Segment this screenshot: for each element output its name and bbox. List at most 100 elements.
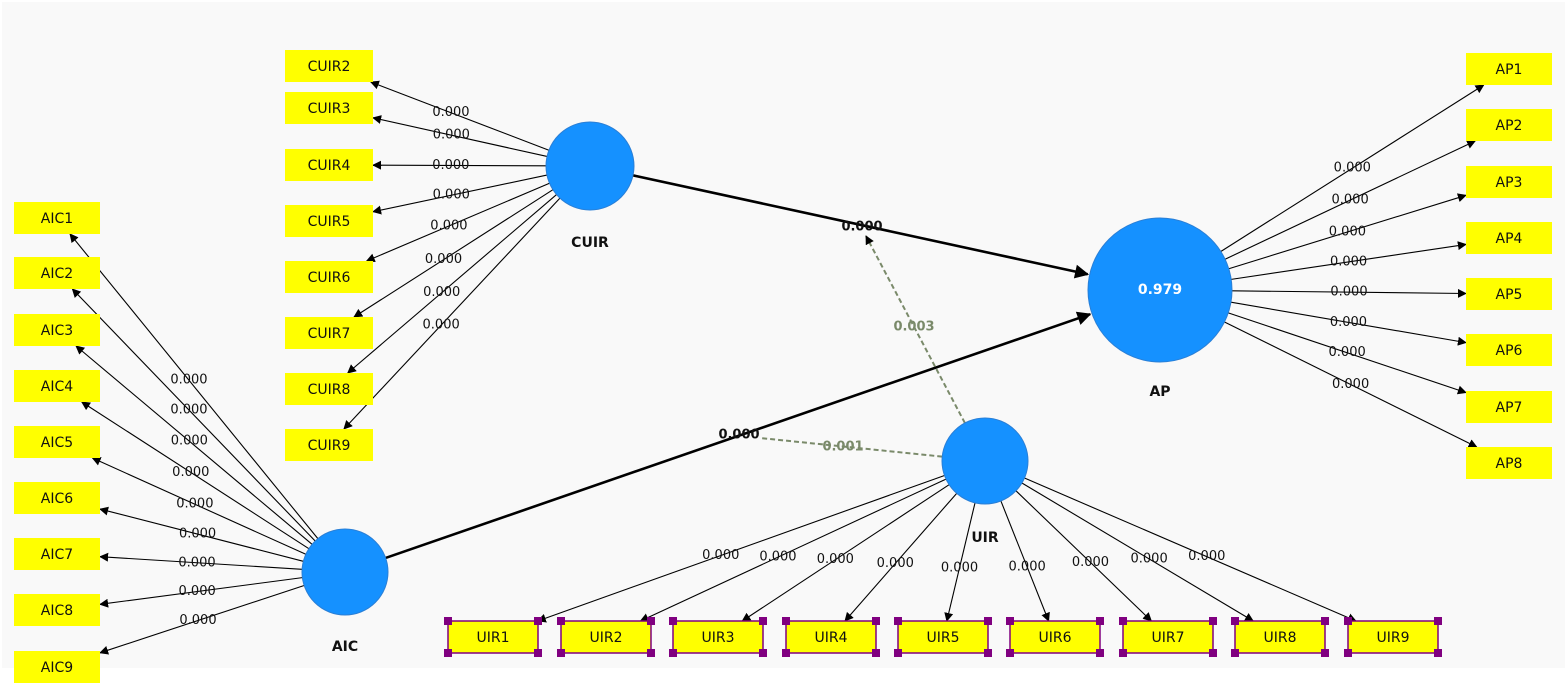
selection-handle[interactable] — [984, 617, 992, 625]
selection-handle[interactable] — [444, 649, 452, 657]
selection-handle[interactable] — [782, 649, 790, 657]
indicator-cuir8[interactable]: CUIR8 — [285, 373, 373, 405]
selection-handle[interactable] — [1321, 649, 1329, 657]
indicator-cuir6[interactable]: CUIR6 — [285, 261, 373, 293]
indicator-aic4[interactable]: AIC4 — [14, 370, 100, 402]
indicator-aic8[interactable]: AIC8 — [14, 594, 100, 626]
loading-arrow-aic8[interactable] — [99, 577, 303, 608]
loading-arrow-cuir8[interactable] — [347, 194, 557, 374]
indicator-box[interactable] — [785, 620, 877, 654]
indicator-cuir7[interactable]: CUIR7 — [285, 317, 373, 349]
selection-handle[interactable] — [557, 649, 565, 657]
indicator-box[interactable] — [1466, 391, 1552, 423]
loading-arrow-uir7[interactable] — [1015, 490, 1153, 622]
construct-circle[interactable] — [1087, 217, 1233, 363]
indicator-box[interactable] — [447, 620, 539, 654]
loading-arrow-uir9[interactable] — [1024, 477, 1357, 622]
indicator-box[interactable] — [672, 620, 764, 654]
indicator-cuir2[interactable]: CUIR2 — [285, 50, 373, 82]
indicator-box[interactable] — [1347, 620, 1439, 654]
construct-aic[interactable]: AIC — [301, 528, 389, 655]
selection-handle[interactable] — [1344, 617, 1352, 625]
selection-handle[interactable] — [782, 617, 790, 625]
loading-arrow-cuir5[interactable] — [372, 174, 548, 215]
selection-handle[interactable] — [669, 617, 677, 625]
indicator-ap2[interactable]: AP2 — [1466, 109, 1552, 141]
loading-arrow-uir3[interactable] — [741, 484, 950, 622]
selection-handle[interactable] — [1231, 617, 1239, 625]
selection-handle[interactable] — [1119, 617, 1127, 625]
loading-arrow-aic4[interactable] — [81, 401, 310, 550]
selection-handle[interactable] — [1231, 649, 1239, 657]
loading-arrow-aic5[interactable] — [91, 457, 307, 555]
loading-arrow-uir4[interactable] — [844, 492, 958, 622]
indicator-box[interactable] — [14, 651, 100, 683]
selection-handle[interactable] — [984, 649, 992, 657]
moderation-line-2[interactable] — [759, 437, 943, 458]
loading-arrow-aic9[interactable] — [99, 584, 305, 655]
loading-arrow-cuir9[interactable] — [343, 197, 561, 430]
selection-handle[interactable] — [557, 617, 565, 625]
selection-handle[interactable] — [759, 617, 767, 625]
selection-handle[interactable] — [647, 617, 655, 625]
indicator-aic2[interactable]: AIC2 — [14, 257, 100, 289]
construct-circle[interactable] — [545, 121, 635, 211]
loading-arrow-uir6[interactable] — [1000, 500, 1050, 622]
selection-handle[interactable] — [1006, 649, 1014, 657]
indicator-box[interactable] — [1466, 447, 1552, 479]
indicator-ap1[interactable]: AP1 — [1466, 53, 1552, 85]
selection-handle[interactable] — [647, 649, 655, 657]
indicator-box[interactable] — [14, 257, 100, 289]
indicator-uir2[interactable]: UIR2 — [557, 617, 655, 657]
indicator-ap5[interactable]: AP5 — [1466, 278, 1552, 310]
selection-handle[interactable] — [872, 649, 880, 657]
construct-circle[interactable] — [941, 417, 1029, 505]
indicator-box[interactable] — [285, 50, 373, 82]
selection-handle[interactable] — [872, 617, 880, 625]
selection-handle[interactable] — [1006, 617, 1014, 625]
selection-handle[interactable] — [1321, 617, 1329, 625]
indicator-uir1[interactable]: UIR1 — [444, 617, 542, 657]
loading-arrow-ap3[interactable] — [1228, 193, 1467, 270]
loading-arrow-cuir2[interactable] — [369, 80, 550, 151]
indicator-cuir3[interactable]: CUIR3 — [285, 92, 373, 124]
indicator-aic6[interactable]: AIC6 — [14, 482, 100, 514]
indicator-uir9[interactable]: UIR9 — [1344, 617, 1442, 657]
construct-cuir[interactable]: CUIR — [545, 121, 635, 251]
loading-arrow-uir2[interactable] — [639, 478, 947, 622]
indicator-box[interactable] — [285, 429, 373, 461]
indicator-ap3[interactable]: AP3 — [1466, 166, 1552, 198]
indicator-aic7[interactable]: AIC7 — [14, 538, 100, 570]
indicator-aic9[interactable]: AIC9 — [14, 651, 100, 683]
indicator-aic5[interactable]: AIC5 — [14, 426, 100, 458]
construct-circle[interactable] — [301, 528, 389, 616]
selection-handle[interactable] — [1209, 649, 1217, 657]
indicator-cuir5[interactable]: CUIR5 — [285, 205, 373, 237]
selection-handle[interactable] — [1434, 649, 1442, 657]
indicator-uir5[interactable]: UIR5 — [894, 617, 992, 657]
indicator-box[interactable] — [1466, 53, 1552, 85]
indicator-box[interactable] — [285, 373, 373, 405]
loading-arrow-ap4[interactable] — [1231, 241, 1467, 280]
indicator-uir6[interactable]: UIR6 — [1006, 617, 1104, 657]
selection-handle[interactable] — [1119, 649, 1127, 657]
indicator-box[interactable] — [14, 202, 100, 234]
selection-handle[interactable] — [444, 617, 452, 625]
indicator-uir4[interactable]: UIR4 — [782, 617, 880, 657]
indicator-box[interactable] — [1234, 620, 1326, 654]
indicator-box[interactable] — [14, 370, 100, 402]
indicator-ap4[interactable]: AP4 — [1466, 222, 1552, 254]
indicator-box[interactable] — [1122, 620, 1214, 654]
indicator-box[interactable] — [285, 317, 373, 349]
indicator-box[interactable] — [285, 261, 373, 293]
indicator-uir7[interactable]: UIR7 — [1119, 617, 1217, 657]
indicator-box[interactable] — [897, 620, 989, 654]
loading-arrow-uir8[interactable] — [1021, 482, 1254, 622]
loading-arrow-uir5[interactable] — [944, 502, 976, 622]
loading-arrow-aic1[interactable] — [69, 233, 319, 539]
loading-arrow-cuir4[interactable] — [372, 160, 547, 170]
indicator-box[interactable] — [1466, 334, 1552, 366]
loading-arrow-aic3[interactable] — [75, 345, 313, 545]
